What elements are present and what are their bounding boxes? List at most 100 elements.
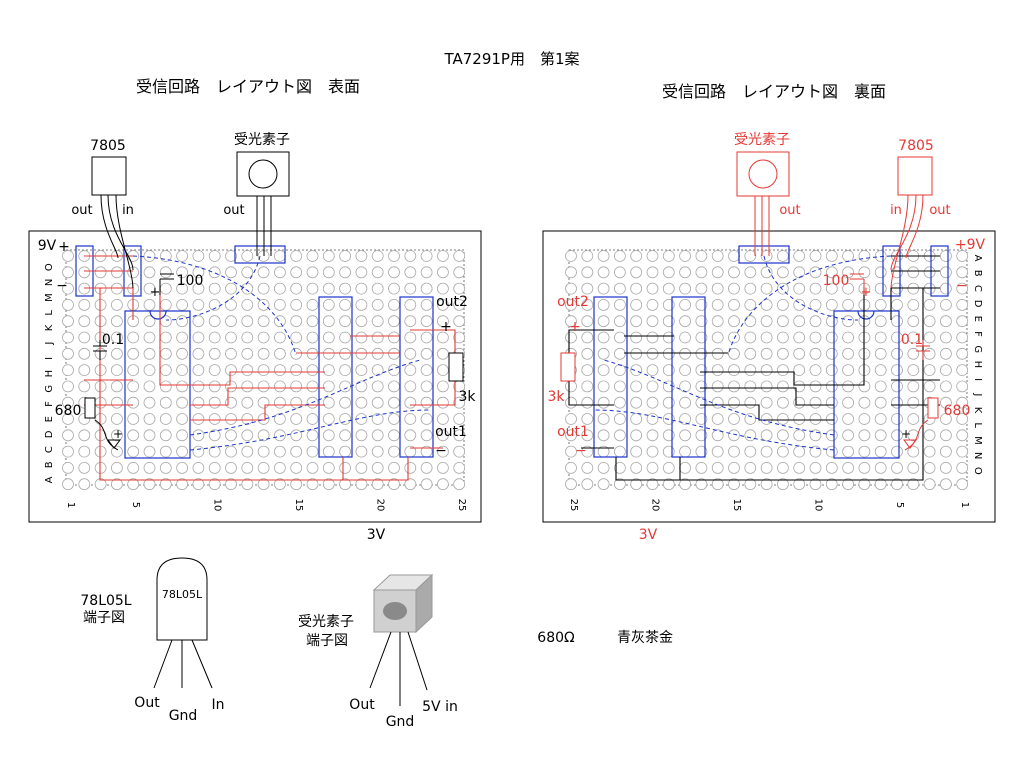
front-hole: [62, 266, 74, 279]
front-hole: [420, 478, 433, 491]
front-hole: [290, 266, 303, 279]
front-row-label: C: [44, 446, 55, 453]
front-hole: [436, 364, 449, 377]
back-hole: [923, 429, 936, 442]
front-hole: [143, 315, 156, 328]
back-hole: [940, 250, 952, 262]
front-hole: [159, 413, 172, 425]
back-hole: [956, 315, 969, 328]
back-cap01: [916, 340, 930, 360]
front-hole: [241, 396, 254, 409]
front-hole: [225, 315, 237, 328]
front-row-label: F: [44, 401, 55, 407]
back-hole: [744, 266, 757, 279]
front-hole: [436, 282, 449, 295]
back-hole: [581, 347, 594, 360]
back-hole: [728, 413, 740, 425]
back-reg-out: out: [929, 203, 950, 218]
back-hole: [858, 445, 871, 458]
back-hole: [858, 461, 871, 474]
front-hole: [176, 298, 189, 311]
back-sensor-lens: [748, 159, 778, 189]
back-hole: [614, 331, 626, 344]
back-hole: [711, 461, 724, 474]
back-hole: [760, 396, 773, 409]
back-hole: [662, 282, 675, 295]
front-hole: [241, 315, 254, 328]
back-hole: [956, 331, 969, 344]
front-hole: [453, 396, 466, 409]
back-hole: [842, 413, 854, 425]
front-hole: [192, 478, 205, 491]
back-out2-plus: +: [569, 319, 581, 335]
front-col-label: 1: [65, 502, 76, 508]
front-hole: [420, 282, 433, 295]
front-hole: [273, 315, 286, 328]
back-hole: [565, 266, 577, 279]
back-hole: [923, 331, 936, 344]
front-hole: [143, 380, 156, 393]
back-hole: [597, 429, 610, 442]
front-hole: [436, 347, 449, 360]
back-hole: [597, 315, 610, 328]
back-hole: [825, 250, 838, 262]
back-hole: [711, 282, 724, 295]
front-hole: [176, 413, 189, 425]
front-hole: [111, 413, 123, 425]
front-hole: [371, 347, 384, 360]
front-hole: [404, 413, 417, 425]
back-hole: [711, 250, 724, 262]
front-hole: [62, 364, 74, 377]
back-hole: [923, 347, 936, 360]
back-hole: [695, 429, 708, 442]
back-row-label: F: [972, 331, 983, 337]
front-hole: [453, 429, 466, 442]
front-sensor-lens: [248, 159, 278, 189]
back-hole: [565, 461, 577, 474]
back-hole: [662, 396, 675, 409]
back-hole: [581, 478, 594, 491]
front-hole: [127, 396, 140, 409]
back-hole: [614, 315, 626, 328]
back-hole: [728, 478, 740, 491]
front-hole: [404, 396, 417, 409]
back-hole: [793, 315, 806, 328]
front-out2-plus: +: [440, 319, 452, 335]
front-hole: [420, 315, 433, 328]
front-hole: [371, 282, 384, 295]
front-hole: [241, 331, 254, 344]
sensor-pinout-title-1: 受光素子: [298, 614, 354, 630]
front-hole: [192, 380, 205, 393]
front-hole: [339, 445, 352, 458]
front-hole: [143, 461, 156, 474]
front-hole: [111, 445, 123, 458]
back-hole: [923, 364, 936, 377]
back-hole: [597, 347, 610, 360]
back-hole: [809, 315, 822, 328]
front-hole: [388, 315, 400, 328]
front-hole: [78, 347, 91, 360]
back-hole: [793, 266, 806, 279]
front-hole: [371, 413, 384, 425]
back-hole: [597, 478, 610, 491]
back-hole: [940, 282, 952, 295]
front-hole: [143, 266, 156, 279]
back-hole: [646, 266, 659, 279]
front-hole: [241, 461, 254, 474]
back-hole: [777, 347, 789, 360]
front-hole: [208, 347, 221, 360]
back-hole: [679, 429, 691, 442]
front-hole: [306, 266, 319, 279]
front-row-label: H: [44, 370, 55, 378]
front-hole: [127, 461, 140, 474]
back-hole: [874, 413, 887, 425]
back-hole: [662, 364, 675, 377]
back-hole: [842, 445, 854, 458]
front-row-label: G: [44, 385, 55, 393]
back-col-label: 1: [959, 502, 970, 508]
front-hole: [355, 396, 368, 409]
front-hole: [273, 282, 286, 295]
back-hole: [842, 347, 854, 360]
back-hole: [597, 250, 610, 262]
